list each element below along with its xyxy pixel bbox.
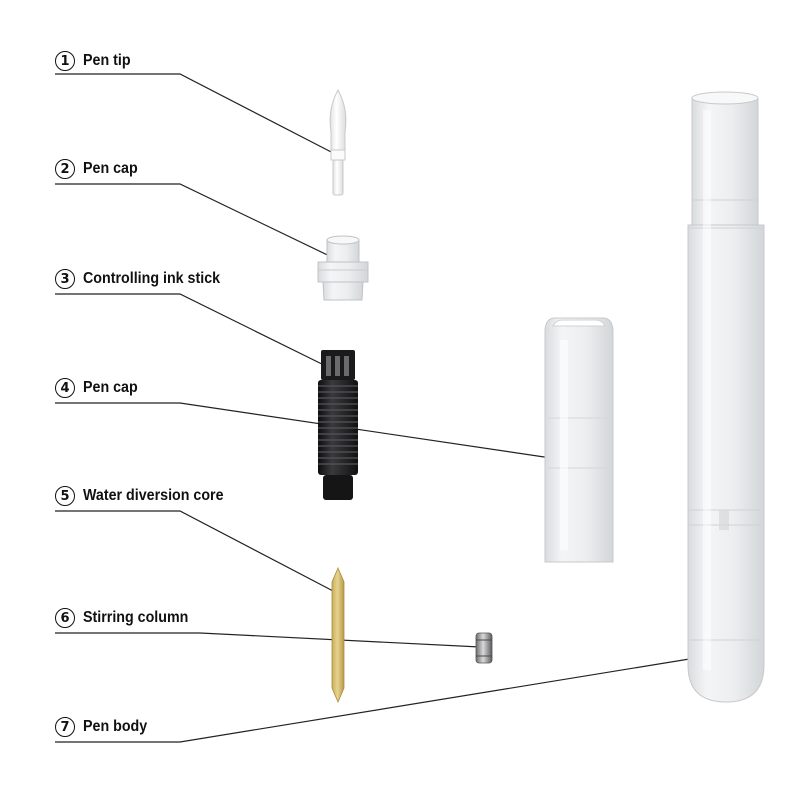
- label-4: 4 Pen cap: [55, 375, 142, 401]
- label-text: Water diversion core: [83, 487, 224, 504]
- pen-cap-small-part: [317, 235, 369, 301]
- leader-line-2: [55, 183, 343, 263]
- label-text: Stirring column: [83, 609, 189, 626]
- number-badge: 3: [55, 269, 75, 289]
- label-6: 6 Stirring column: [55, 605, 198, 631]
- label-text: Pen body: [83, 718, 148, 735]
- label-text: Pen cap: [83, 160, 138, 177]
- pen-body-part: [687, 91, 765, 703]
- leader-line-3: [55, 293, 335, 371]
- leader-line-4: [55, 402, 579, 463]
- leader-line-6: [55, 632, 481, 648]
- ink-stick-part: [318, 350, 358, 500]
- label-2: 2 Pen cap: [55, 156, 142, 182]
- number-badge: 7: [55, 717, 75, 737]
- pen-cap-large-part: [544, 317, 614, 563]
- water-core-part: [331, 566, 345, 704]
- label-text: Pen cap: [83, 379, 138, 396]
- label-5: 5 Water diversion core: [55, 483, 236, 509]
- label-3: 3 Controlling ink stick: [55, 266, 232, 292]
- label-7: 7 Pen body: [55, 714, 153, 740]
- number-badge: 6: [55, 608, 75, 628]
- label-text: Pen tip: [83, 52, 131, 69]
- leader-lines: [55, 73, 721, 743]
- stirring-column-part: [475, 632, 493, 664]
- leader-line-7: [55, 653, 721, 743]
- number-badge: 4: [55, 378, 75, 398]
- label-text: Controlling ink stick: [83, 270, 221, 287]
- number-badge: 1: [55, 51, 75, 71]
- label-1: 1 Pen tip: [55, 48, 135, 74]
- leader-line-5: [55, 510, 336, 593]
- number-badge: 2: [55, 159, 75, 179]
- number-badge: 5: [55, 486, 75, 506]
- leader-line-1: [55, 73, 338, 156]
- pen-tip-part: [329, 88, 347, 196]
